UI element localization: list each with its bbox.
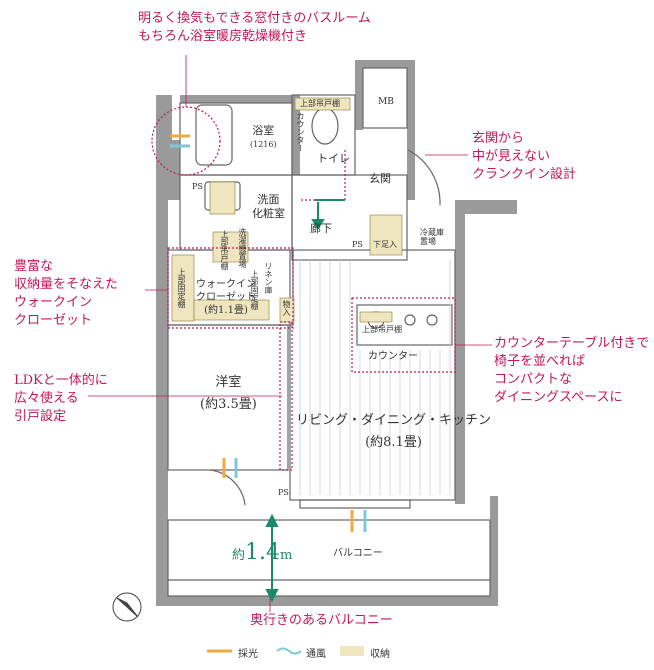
room-balcony-name: バルコニー: [333, 548, 383, 559]
callout-closet-line3: ウォークイン: [14, 295, 93, 310]
room-washroom-line2: 化粧室: [252, 207, 285, 220]
room-counter: カウンター: [368, 350, 418, 364]
room-walkin: ウォークイン クローゼット (約1.1畳): [196, 278, 256, 317]
callout-sliding-line1: LDKと一体的に: [14, 373, 108, 388]
room-bath: 浴室 (1216): [250, 124, 277, 152]
room-balcony: バルコニー: [333, 547, 383, 561]
callout-entrance-line2: 中が見えない: [472, 149, 551, 164]
callout-sliding-line2: 広々使える: [14, 391, 79, 406]
label-upper-cabinet-kitchen: 上部吊戸棚: [362, 325, 402, 334]
callout-counter: カウンターテーブル付きで 椅子を並べれば コンパクトな ダイニングスペースに: [494, 335, 649, 407]
callout-sliding-line3: 引戸設定: [14, 409, 67, 424]
label-upper-shelf-toilet: 上部吊戸棚: [300, 99, 340, 108]
callout-closet-line1: 豊富な: [14, 259, 54, 274]
label-ps-2: PS: [352, 240, 363, 249]
label-ps-3: PS: [278, 488, 289, 497]
label-fridge-line1: 冷蔵庫: [420, 228, 444, 237]
callout-counter-line2: 椅子を並べれば: [494, 354, 586, 369]
room-washroom-line1: 洗面: [257, 193, 280, 206]
label-upper-shelf-closet-2: 上部固定棚: [250, 270, 259, 310]
label-linen: リネン庫: [264, 262, 273, 294]
label-upper-cabinet-wash: 上部吊戸棚: [220, 230, 229, 270]
callout-balcony-text: 奥行きのあるバルコニー: [250, 613, 393, 628]
label-shoe-box: 下足入: [373, 240, 397, 249]
room-entrance-name: 玄関: [369, 172, 391, 185]
walls: [156, 60, 517, 606]
room-toilet: トイレ: [317, 152, 350, 166]
label-counter-toilet: カウンター: [296, 112, 305, 152]
label-fridge: 冷蔵庫 置場: [420, 228, 444, 246]
room-western-name: 洋室: [215, 375, 242, 390]
callout-counter-line1: カウンターテーブル付きで: [494, 336, 650, 351]
callout-bathroom-line2: もちろん浴室暖房乾燥機付き: [138, 29, 308, 44]
room-western-size: (約3.5畳): [200, 397, 257, 412]
label-ps-1: PS: [192, 182, 203, 191]
room-ldk: リビング・ダイニング・キッチン (約8.1畳): [296, 410, 491, 454]
label-laundry-line2: 置場: [238, 252, 247, 268]
callout-entrance-line1: 玄関から: [472, 131, 525, 146]
callout-closet-line2: 収納量をそなえた: [14, 277, 119, 292]
room-toilet-name: トイレ: [317, 152, 350, 165]
room-walkin-line2: クローゼット: [196, 292, 256, 303]
room-entrance: 玄関: [369, 172, 391, 186]
room-ldk-name: リビング・ダイニング・キッチン: [296, 413, 492, 428]
dimension-prefix: 約: [232, 548, 246, 563]
callout-bathroom-line1: 明るく換気もできる窓付きのバスルーム: [138, 11, 371, 26]
callout-closet-line4: クローゼット: [14, 313, 93, 328]
callout-counter-line3: コンパクトな: [494, 372, 573, 387]
label-laundry-line1: 洗濯機: [238, 228, 247, 252]
callout-bathroom: 明るく換気もできる窓付きのバスルーム もちろん浴室暖房乾燥機付き: [138, 10, 371, 46]
callout-entrance: 玄関から 中が見えない クランクイン設計: [472, 130, 576, 184]
room-mb-name: MB: [378, 97, 394, 107]
room-bath-name: 浴室: [252, 124, 275, 137]
room-corridor: 廊下: [310, 222, 332, 236]
room-ldk-size: (約8.1畳): [365, 435, 422, 450]
room-walkin-line3: (約1.1畳): [204, 305, 248, 316]
room-walkin-line1: ウォークイン: [196, 279, 256, 290]
callout-closet: 豊富な 収納量をそなえた ウォークイン クローゼット: [14, 258, 118, 330]
dimension-unit: m: [280, 548, 293, 563]
legend-wind: 通風: [306, 649, 326, 660]
callout-balcony: 奥行きのあるバルコニー: [250, 612, 393, 630]
label-fridge-line2: 置場: [420, 237, 436, 246]
callout-sliding: LDKと一体的に 広々使える 引戸設定: [14, 372, 108, 426]
balcony-depth-dimension: 約1.4m: [232, 540, 292, 565]
callout-counter-line4: ダイニングスペースに: [494, 390, 623, 405]
room-western: 洋室 (約3.5畳): [200, 372, 257, 416]
room-corridor-name: 廊下: [310, 222, 332, 235]
room-counter-name: カウンター: [368, 351, 418, 362]
callout-entrance-line3: クランクイン設計: [472, 167, 577, 182]
dimension-value: 1.4: [245, 540, 281, 565]
room-mb: MB: [378, 95, 394, 109]
room-bath-size: (1216): [250, 140, 277, 149]
label-upper-shelf-closet: 上部固定棚: [177, 268, 186, 308]
room-washroom: 洗面 化粧室: [252, 193, 285, 221]
label-laundry: 洗濯機置場: [238, 228, 247, 268]
legend-light: 採光: [238, 649, 258, 660]
compass-icon: [112, 592, 142, 622]
label-storage: 物入: [282, 300, 291, 316]
legend-storage: 収納: [370, 649, 390, 660]
